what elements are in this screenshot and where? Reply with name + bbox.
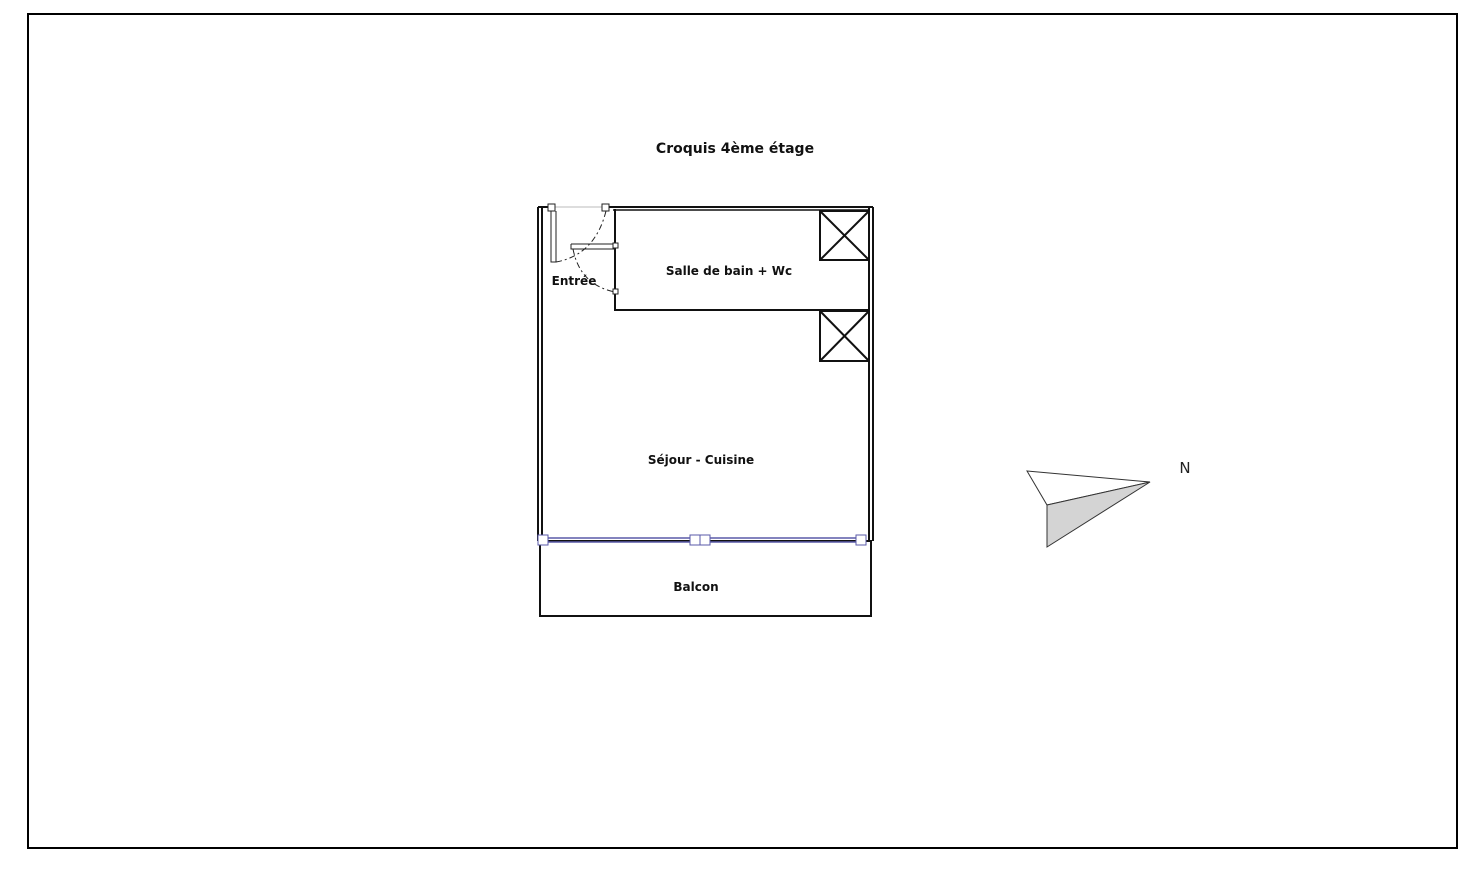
page-frame <box>27 13 1458 849</box>
room-label-salle-de-bain: Salle de bain + Wc <box>666 264 792 278</box>
room-label-balcon: Balcon <box>673 580 718 594</box>
room-label-sejour: Séjour - Cuisine <box>648 453 754 467</box>
shaft-upper <box>819 210 870 261</box>
plan-title: Croquis 4ème étage <box>656 141 814 157</box>
entry-door <box>547 203 619 295</box>
window-bay <box>537 534 867 546</box>
balcony <box>539 540 872 617</box>
room-label-entree: Entrée <box>552 274 597 288</box>
walls <box>537 206 874 541</box>
north-arrow-icon <box>1026 470 1151 548</box>
north-label: N <box>1179 459 1190 477</box>
shaft-lower <box>819 310 870 362</box>
